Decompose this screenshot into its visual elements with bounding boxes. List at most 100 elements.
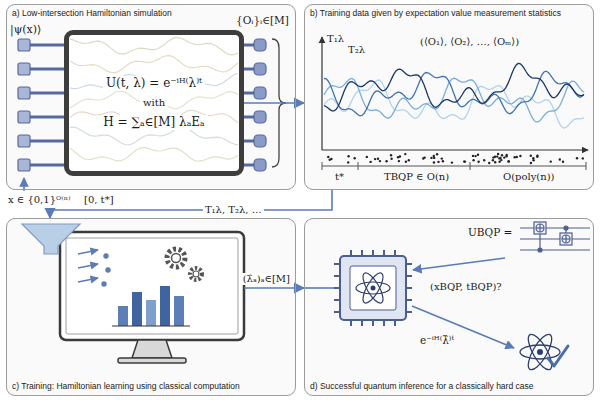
sample-dot [374, 158, 376, 160]
flow-arrow [244, 102, 304, 104]
bqp-circuit [565, 235, 566, 243]
sample-dot [390, 154, 392, 156]
verified-atom [524, 331, 556, 373]
sample-dot [436, 153, 438, 155]
time-ruler [322, 162, 586, 170]
bqp-circuit [534, 222, 546, 234]
measurement-port [254, 159, 266, 171]
sample-dot [463, 160, 465, 162]
computer-monitor [66, 238, 238, 334]
verified-atom [524, 331, 556, 373]
sample-dot [404, 153, 406, 155]
sample-dot [488, 162, 490, 164]
gear-icon [190, 268, 202, 280]
sample-dot [501, 154, 503, 156]
input-wire [304, 287, 334, 289]
quantum-chip [356, 282, 390, 294]
bqp-circuit [536, 224, 544, 232]
output-wire [244, 287, 296, 289]
sample-dot [503, 156, 505, 158]
sample-dot [499, 157, 501, 159]
wave-line [70, 38, 238, 55]
wave-line [70, 38, 238, 162]
time-ruler [358, 162, 359, 170]
bqp-circuit [520, 238, 590, 239]
panel-title: b) Training data given by expectation va… [310, 8, 588, 19]
connective-text: with [140, 97, 168, 110]
sample-dot [530, 155, 532, 157]
qubit-wire [30, 164, 64, 167]
chart-axis [321, 37, 322, 150]
qubit-wire [30, 44, 64, 47]
bar-chart-icon [146, 300, 156, 326]
math-label: (xBQP, tBQP)? [430, 281, 502, 293]
time-ruler [470, 162, 471, 170]
time-ruler [586, 162, 587, 170]
bar-chart-icon [174, 296, 184, 326]
sample-dot [559, 158, 561, 160]
sample-dot [536, 156, 538, 158]
sample-dot [514, 156, 516, 158]
quantum-chip [350, 266, 396, 310]
sample-dot [437, 161, 439, 163]
measurement-port [254, 39, 266, 51]
wave-line [70, 148, 238, 162]
sample-dot [519, 155, 521, 157]
sample-dot [582, 157, 584, 159]
edge-label: T₁λ, T₂λ, … [203, 204, 264, 216]
sample-dot [477, 154, 479, 156]
input-qubit [18, 39, 30, 51]
panel-title: d) Successful quantum inference for a cl… [310, 381, 588, 392]
math-label: T₁λ [327, 33, 344, 45]
measurement-port [254, 111, 266, 123]
bqp-circuit [538, 248, 542, 252]
sample-dot [327, 156, 329, 158]
qubit-wire [244, 116, 254, 119]
measurement-port [254, 63, 266, 75]
sample-dot [408, 159, 410, 161]
data-icon [104, 254, 108, 258]
computer-monitor [60, 232, 244, 363]
bqp-circuit [520, 249, 590, 250]
panel: c) Training: Hamiltonian learning using … [6, 218, 296, 396]
sample-dot [441, 157, 443, 159]
quantum-chip [334, 250, 412, 326]
bar-chart-icon [132, 292, 142, 326]
bar-chart-icon [112, 286, 190, 326]
bar-chart-icon [160, 286, 170, 326]
formula: H = ∑ₐ∈[M] λₐEₐ [100, 115, 207, 130]
sample-dot [347, 161, 349, 163]
data-icon [106, 268, 110, 272]
gear-icon [167, 249, 185, 267]
qubit-wire [18, 39, 266, 171]
input-qubit [18, 111, 30, 123]
sample-dot [497, 153, 499, 155]
math-label: x ∈ {0,1}ᴼ⁽ⁿ⁾ [8, 194, 70, 206]
data-icon [78, 250, 110, 286]
bqp-circuit [562, 235, 570, 243]
quantum-chip [334, 250, 412, 326]
math-label: {Oᵢ}ᵢ∈[M] [236, 14, 289, 27]
bqp-circuit [560, 233, 572, 245]
time-ruler [322, 166, 586, 167]
verified-atom [520, 331, 568, 373]
qubit-wire [30, 92, 64, 95]
qubit-wire [244, 140, 254, 143]
panel-ground [6, 218, 296, 396]
math-label: TBQP ∈ O(n) [384, 171, 449, 183]
math-label: |ψ(x)⟩ [10, 23, 41, 36]
sample-dot [385, 160, 387, 162]
panel-ground [304, 218, 594, 396]
computer-monitor [132, 340, 172, 358]
math-label: e⁻ⁱᴴ⁽λ̂⁾ᵗ [420, 334, 454, 347]
edge-label: (λ̂ₐ)ₐ∈[M] [241, 273, 292, 285]
bar-chart-icon [118, 306, 128, 326]
sample-dot [530, 162, 532, 164]
verified-atom [548, 346, 568, 366]
bqp-circuit [539, 224, 540, 232]
sample-dot [464, 160, 466, 162]
math-label: t* [335, 171, 344, 183]
sample-dot [379, 160, 381, 162]
measurement-port [254, 135, 266, 147]
qubit-wire [244, 44, 254, 47]
